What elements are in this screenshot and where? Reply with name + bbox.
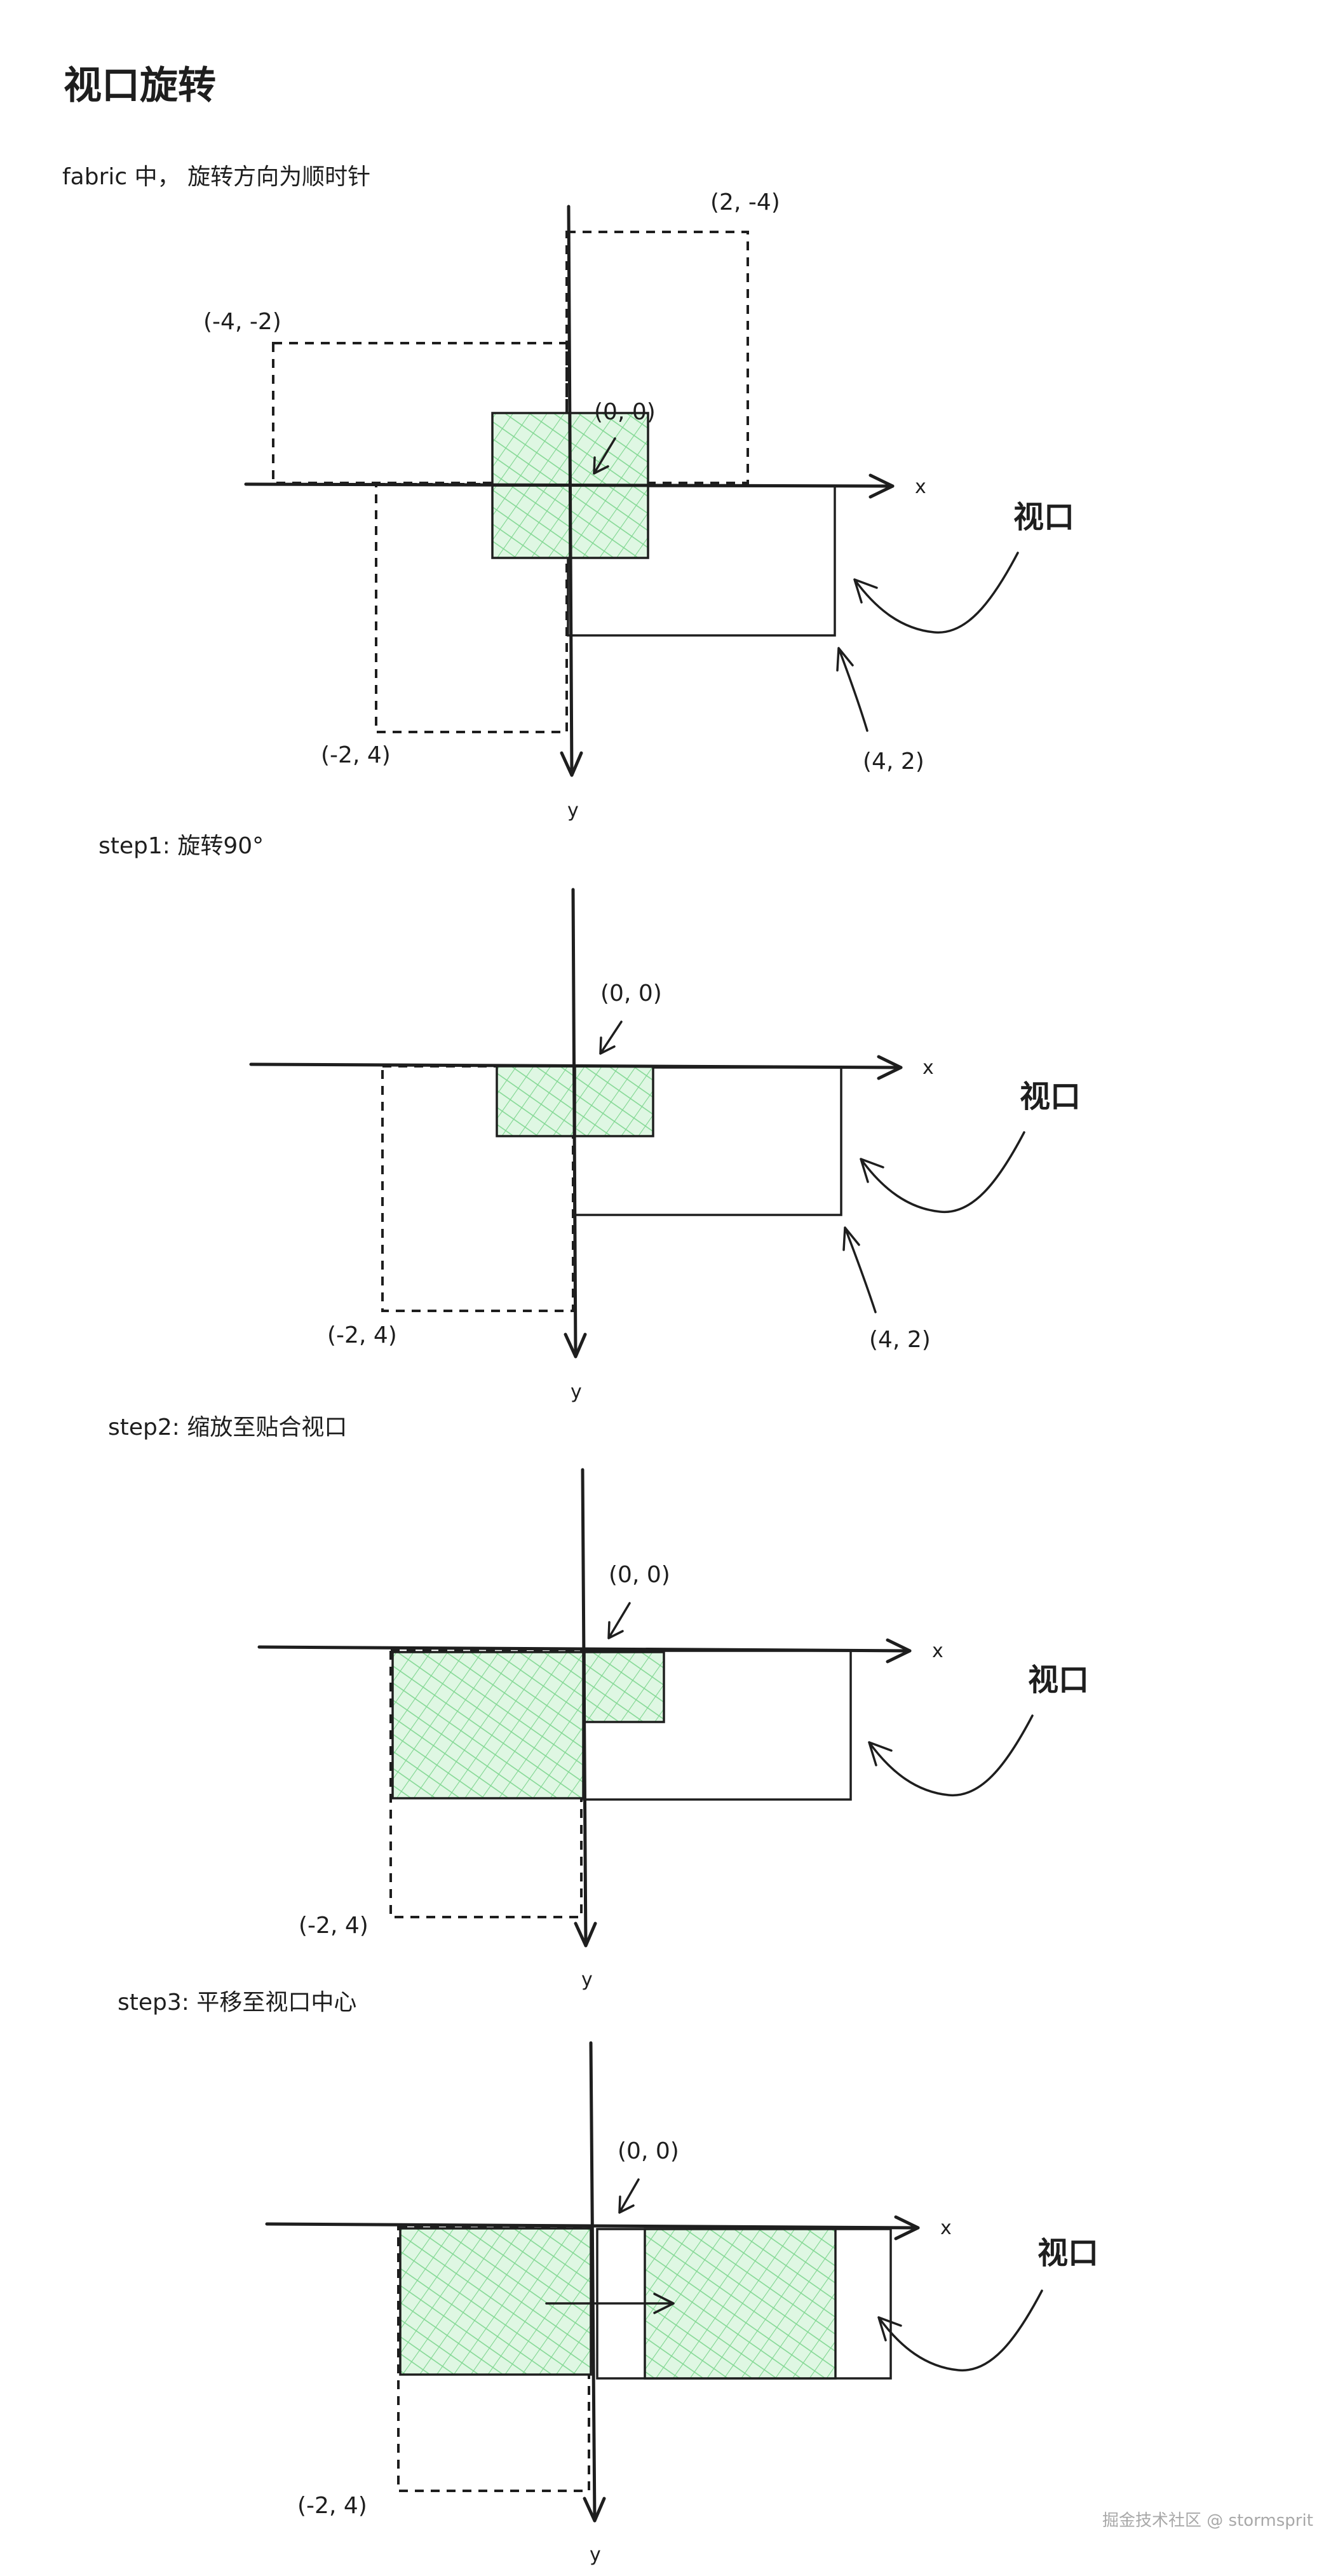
coord-label: (2, -4) [710, 189, 780, 215]
step-caption: step3: 平移至视口中心 [118, 1990, 356, 2016]
coord-label: (-2, 4) [321, 742, 391, 768]
viewport-arrow [868, 1714, 1034, 1797]
green-object-right [583, 1651, 665, 1723]
corner-arrow [842, 1226, 877, 1313]
green-object-centered [644, 2228, 837, 2380]
x-axis [249, 1062, 903, 1069]
origin-label: (0, 0) [594, 399, 656, 425]
step-caption: step1: 旋转90° [98, 833, 264, 859]
x-axis-arrowhead [894, 2215, 920, 2240]
coord-label: (-2, 4) [299, 1913, 368, 1939]
coord-label: (-2, 4) [327, 1322, 397, 1348]
x-axis-label: x [940, 2217, 952, 2239]
viewport-arrow [853, 552, 1019, 634]
viewport-arrow [860, 1131, 1025, 1214]
rotation-note: fabric 中， 旋转方向为顺时针 [62, 164, 370, 190]
y-axis-arrowhead [560, 751, 583, 777]
origin-label: (0, 0) [600, 980, 662, 1007]
coord-label: (-2, 4) [297, 2493, 367, 2519]
origin-arrow [593, 437, 616, 475]
x-axis-label: x [915, 476, 926, 498]
step-caption: step2: 缩放至贴合视口 [108, 1414, 347, 1441]
coord-label: (4, 2) [869, 1327, 931, 1353]
origin-label: (0, 0) [609, 1562, 670, 1588]
y-axis-arrowhead [583, 2497, 606, 2523]
x-axis-label: x [922, 1057, 934, 1079]
y-axis-arrowhead [574, 1922, 597, 1948]
y-axis [581, 1468, 588, 1948]
viewport-label: 视口 [1013, 499, 1074, 535]
translate-arrow [545, 2293, 675, 2314]
x-axis-arrowhead [868, 473, 895, 499]
y-axis [567, 205, 574, 777]
origin-label: (0, 0) [618, 2138, 679, 2164]
green-object-left [391, 1651, 585, 1800]
origin-arrow [618, 2178, 640, 2214]
viewport-label: 视口 [1037, 2235, 1098, 2271]
page-title: 视口旋转 [64, 64, 216, 108]
y-axis [571, 888, 578, 1359]
y-axis-label: y [581, 1969, 593, 1991]
viewport-label: 视口 [1028, 1662, 1089, 1698]
y-axis [589, 2041, 597, 2523]
y-axis-label: y [590, 2544, 601, 2566]
panel-step3: x y (0, 0) (-2, 4) 视口 [265, 2041, 1098, 2566]
origin-arrow [607, 1602, 631, 1639]
panel-original: x y (0, 0) (2, -4) (-4, -2) (-2, 4) (4, … [203, 189, 1074, 822]
viewport-label: 视口 [1020, 1079, 1081, 1115]
viewport-arrow [877, 2289, 1043, 2372]
x-axis-arrowhead [886, 1638, 912, 1664]
green-object-original [399, 2227, 592, 2376]
coord-label: (-4, -2) [203, 309, 281, 335]
dashed-rect-top-left [272, 342, 568, 484]
y-axis-label: y [571, 1381, 582, 1403]
panel-step1: x y (0, 0) (-2, 4) (4, 2) 视口 [249, 888, 1081, 1403]
y-axis-arrowhead [564, 1332, 587, 1359]
y-axis-label: y [567, 799, 579, 822]
coord-label: (4, 2) [863, 749, 924, 775]
x-axis-arrowhead [877, 1055, 903, 1080]
origin-arrow [599, 1020, 623, 1055]
panel-step2: x y (0, 0) (-2, 4) 视口 [257, 1468, 1089, 1991]
x-axis-label: x [932, 1640, 943, 1662]
corner-arrow [836, 647, 868, 732]
watermark: 掘金技术社区 @ stormsprit [1102, 2511, 1313, 2530]
